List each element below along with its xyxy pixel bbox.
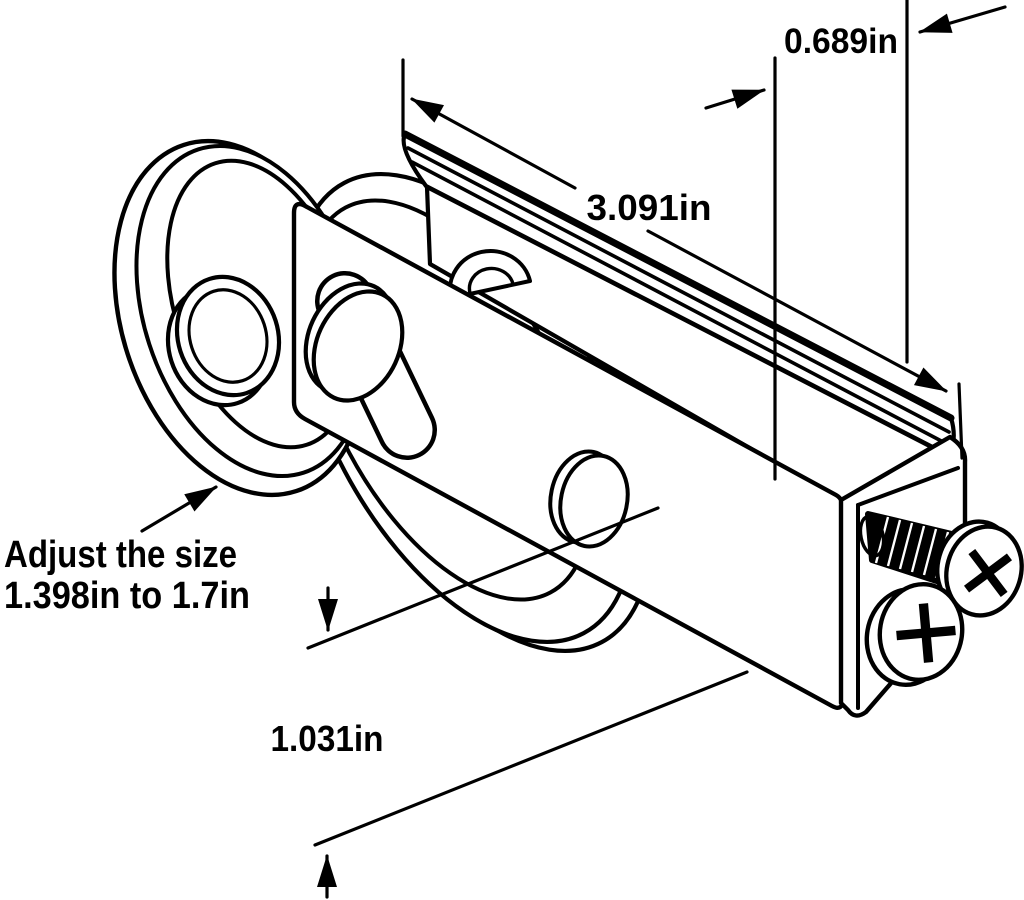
mounting-hole	[548, 449, 630, 549]
mounting-screw	[864, 581, 965, 688]
note-line-1: Adjust the size	[4, 534, 237, 576]
wheel-hub	[165, 274, 282, 408]
arrow-icon	[918, 5, 1007, 34]
extension-line	[313, 670, 749, 847]
extension-line	[957, 382, 964, 460]
arrow-icon	[410, 97, 577, 190]
dimension-label: 0.689in	[784, 22, 898, 61]
phillips-icon	[963, 548, 1013, 598]
note-line-2: 1.398in to 1.7in	[4, 575, 250, 617]
dimension-label: 1.031in	[271, 718, 384, 759]
arrow-icon	[140, 485, 218, 533]
adjust-note: Adjust the size 1.398in to 1.7in	[4, 485, 250, 617]
dimension-plate-height: 1.031in	[271, 506, 749, 899]
dimension-label: 3.091in	[587, 187, 712, 228]
adjustment-screw	[858, 511, 1024, 618]
axle-dome	[448, 249, 532, 300]
dimension-overall-length: 3.091in	[401, 58, 964, 460]
dimension-top-width: 0.689in	[704, 0, 1007, 481]
extension-line	[306, 506, 660, 650]
arrow-icon	[646, 229, 948, 393]
rivet-head	[303, 281, 405, 403]
rail-top-edge	[401, 130, 955, 422]
phillips-icon	[896, 603, 956, 663]
arrow-icon	[704, 88, 766, 110]
